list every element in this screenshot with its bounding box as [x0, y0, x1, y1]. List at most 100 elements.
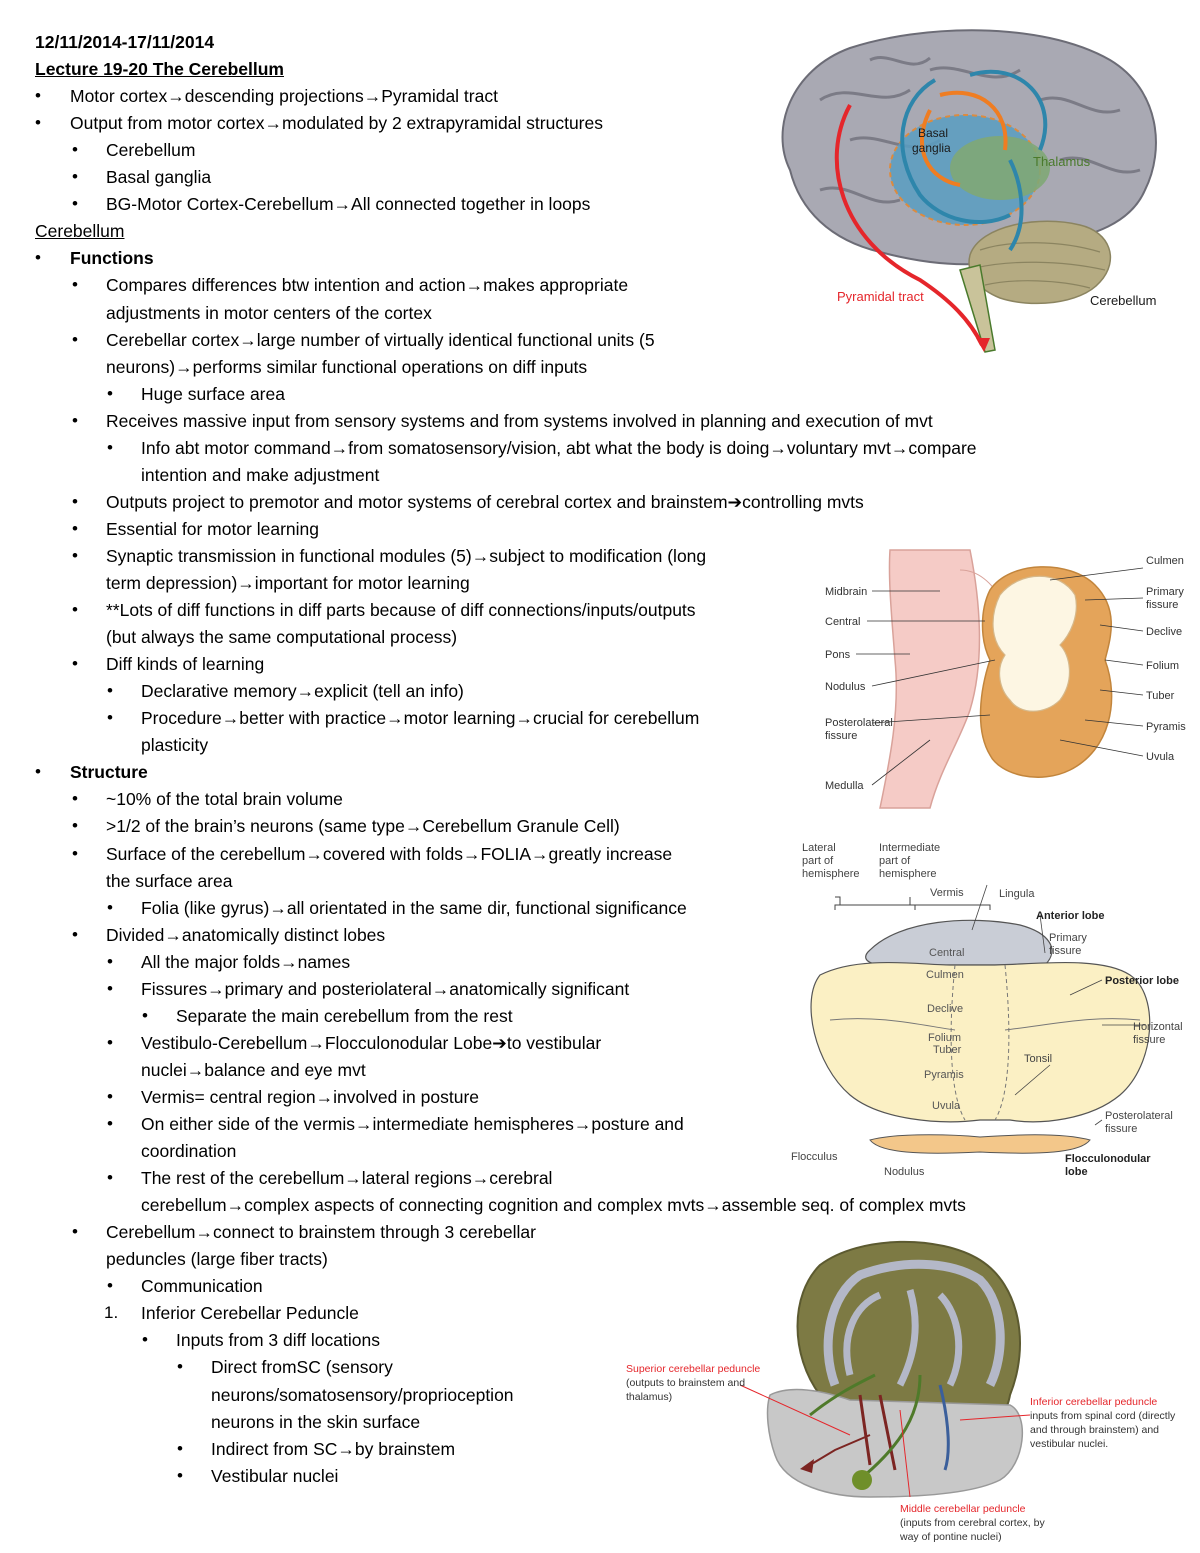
bullet-marker: • — [177, 1357, 183, 1377]
note-line: Huge surface area — [141, 383, 285, 404]
bullet-marker: • — [107, 897, 113, 917]
note-line: 12/11/2014-17/11/2014 — [35, 32, 215, 52]
note-line: Declarative memory→explicit (tell an inf… — [141, 681, 464, 702]
nodulus-label: Nodulus — [884, 1166, 925, 1178]
note-line: term depression)→important for motor lea… — [106, 573, 470, 593]
note-line: nuclei→balance and eye mvt — [141, 1059, 366, 1080]
bullet-marker: • — [35, 248, 41, 268]
uvula-label: Uvula — [1146, 751, 1175, 763]
culmen-label: Culmen — [926, 969, 964, 981]
intermediate-label-2: part of — [879, 855, 911, 867]
bullet-marker: • — [35, 113, 41, 133]
note-line: Divided→anatomically distinct lobes — [106, 924, 386, 945]
bullet-marker: • — [72, 491, 78, 511]
note-line: neurons/somatosensory/proprioception — [211, 1384, 514, 1405]
bullet-marker: • — [72, 654, 78, 674]
list-number: 1. — [104, 1303, 119, 1323]
posterolateral-fissure-label-2: fissure — [1105, 1123, 1137, 1135]
bullet-marker: • — [72, 843, 78, 863]
note-line: Cerebellum — [35, 221, 125, 242]
note-line: All the major folds→names — [141, 951, 351, 972]
bullet-marker: • — [72, 410, 78, 430]
bullet-marker: • — [72, 789, 78, 809]
note-line: **Lots of diff functions in diff parts b… — [106, 600, 696, 621]
primary-fissure-label-2: fissure — [1049, 945, 1081, 957]
bullet-marker: • — [107, 1032, 113, 1052]
primary-fissure-label-1: Primary — [1049, 932, 1087, 944]
folium-label: Folium — [1146, 660, 1179, 672]
basal-ganglia-label-1: Basal — [918, 126, 948, 140]
bullet-marker: • — [177, 1438, 183, 1458]
inferior-peduncle-desc-1: inputs from spinal cord (directly — [1030, 1410, 1176, 1422]
note-line: (but always the same computational proce… — [106, 627, 458, 648]
culmen-label: Culmen — [1146, 555, 1184, 567]
note-line: The rest of the cerebellum→lateral regio… — [141, 1168, 553, 1189]
bullet-marker: • — [107, 1168, 113, 1188]
note-line: Vestibulo-Cerebellum→Flocculonodular Lob… — [141, 1032, 602, 1053]
bullet-marker: • — [107, 1086, 113, 1106]
uvula-label: Uvula — [932, 1100, 961, 1112]
bullet-marker: • — [35, 762, 41, 782]
note-line: Compares differences btw intention and a… — [106, 275, 629, 296]
lateral-label-1: Lateral — [802, 842, 836, 854]
note-line: Outputs project to premotor and motor sy… — [106, 491, 864, 512]
note-line: Vermis= central region→involved in postu… — [141, 1086, 480, 1107]
thalamus-label: Thalamus — [1033, 154, 1091, 169]
bullet-marker: • — [107, 383, 113, 403]
declive-label: Declive — [927, 1003, 963, 1015]
flocculus-label: Flocculus — [791, 1151, 838, 1163]
posterolateral-label-2: fissure — [825, 730, 857, 742]
middle-peduncle-label: Middle cerebellar peduncle — [900, 1503, 1026, 1515]
arbor-vitae-shape — [992, 575, 1077, 712]
inferior-peduncle-desc-3: vestibular nuclei. — [1030, 1438, 1108, 1450]
nodulus-label: Nodulus — [825, 681, 866, 693]
note-line: neurons in the skin surface — [211, 1411, 421, 1432]
note-line: BG-Motor Cortex-Cerebellum→All connected… — [106, 194, 591, 215]
bullet-marker: • — [177, 1465, 183, 1485]
bullet-marker: • — [72, 816, 78, 836]
note-line: Functions — [70, 248, 154, 269]
bullet-marker: • — [72, 275, 78, 295]
note-line: Cerebellum→connect to brainstem through … — [106, 1222, 536, 1243]
note-line: Separate the main cerebellum from the re… — [176, 1005, 513, 1026]
bullet-marker: • — [72, 518, 78, 538]
note-line: Cerebellum — [106, 140, 196, 161]
note-line: Surface of the cerebellum→covered with f… — [106, 843, 673, 864]
blue-loop-arrow — [900, 78, 1011, 224]
pyramidal-tract-label: Pyramidal tract — [837, 289, 924, 304]
bullet-marker: • — [72, 140, 78, 160]
bullet-marker: • — [107, 1276, 113, 1296]
lingula-label: Lingula — [999, 888, 1035, 900]
cerebellum-label: Cerebellum — [1090, 293, 1156, 308]
bullet-marker: • — [72, 600, 78, 620]
bullet-marker: • — [72, 924, 78, 944]
intermediate-label-3: hemisphere — [879, 868, 936, 880]
lateral-label-2: part of — [802, 855, 834, 867]
inferior-peduncle-desc-2: and through brainstem) and — [1030, 1424, 1159, 1436]
bullet-marker: • — [72, 1222, 78, 1242]
note-line: Diff kinds of learning — [106, 654, 265, 675]
note-line: Procedure→better with practice→motor lea… — [141, 708, 700, 729]
anterior-lobe-shape — [865, 919, 1053, 966]
note-line: Cerebellar cortex→large number of virtua… — [106, 329, 655, 350]
basal-ganglia-label-2: ganglia — [912, 141, 951, 155]
note-line: Info abt motor command→from somatosensor… — [141, 437, 977, 458]
note-line: Inferior Cerebellar Peduncle — [141, 1303, 359, 1324]
declive-label: Declive — [1146, 626, 1182, 638]
flocculonodular-label-2: lobe — [1065, 1166, 1088, 1178]
brain-loops-figure: Basal ganglia Thalamus Pyramidal tract C… — [760, 20, 1185, 360]
anterior-lobe-label: Anterior lobe — [1036, 910, 1104, 922]
note-line: plasticity — [141, 735, 209, 756]
horizontal-fissure-label-2: fissure — [1133, 1034, 1165, 1046]
intermediate-label-1: Intermediate — [879, 842, 940, 854]
bullet-marker: • — [107, 708, 113, 728]
central-label: Central — [825, 616, 860, 628]
bullet-marker: • — [142, 1330, 148, 1350]
flocculonodular-label-1: Flocculonodular — [1065, 1153, 1151, 1165]
note-line: Fissures→primary and posteriolateral→ana… — [141, 978, 630, 999]
bullet-marker: • — [142, 1005, 148, 1025]
peduncles-figure: Superior cerebellar peduncle (outputs to… — [620, 1235, 1198, 1550]
note-line: Motor cortex→descending projections→Pyra… — [70, 86, 498, 107]
pyramidal-tract-arrow — [834, 104, 984, 346]
